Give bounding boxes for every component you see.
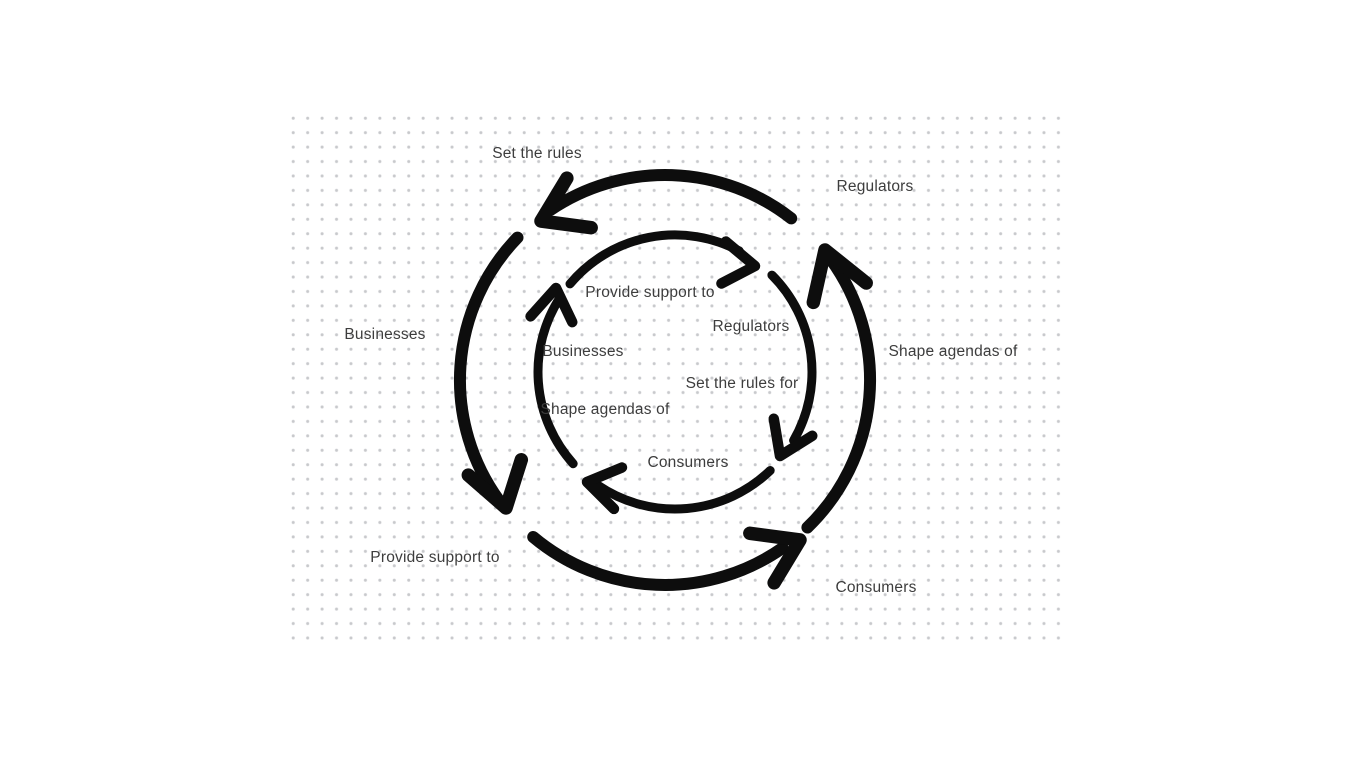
outer-arc-top <box>544 169 798 225</box>
outer-cycle-arrows <box>453 169 877 591</box>
inner-cycle-arrows <box>525 230 818 515</box>
outer-arrowhead-west-icon <box>534 171 598 235</box>
inner-arrowhead-north-icon <box>525 282 578 328</box>
outer-label-businesses: Businesses <box>344 326 426 343</box>
inner-arrowhead-east-icon <box>716 236 761 289</box>
outer-arc-left <box>453 231 524 507</box>
outer-arrowhead-north-icon <box>806 243 873 310</box>
outer-arrowhead-east-icon <box>743 526 807 590</box>
inner-label-regulators: Regulators <box>712 318 790 335</box>
outer-label-shape-agendas-of: Shape agendas of <box>888 343 1018 360</box>
dotted-grid-background <box>284 107 1064 647</box>
inner-label-consumers: Consumers <box>647 454 729 471</box>
inner-arc-right <box>767 270 817 445</box>
outer-label-consumers: Consumers <box>835 579 917 596</box>
inner-label-set-the-rules-for: Set the rules for <box>685 375 799 392</box>
inner-label-businesses: Businesses <box>542 343 624 360</box>
outer-arrowhead-south-icon <box>461 453 529 515</box>
inner-label-provide-support-to: Provide support to <box>585 284 715 301</box>
inner-arrowhead-south-icon <box>768 413 818 462</box>
outer-arc-bottom <box>527 531 789 591</box>
inner-arc-top <box>565 230 744 289</box>
outer-label-regulators: Regulators <box>836 178 914 195</box>
inner-arc-left <box>533 292 578 469</box>
inner-arrowhead-west-icon <box>581 462 628 515</box>
outer-label-provide-support-to: Provide support to <box>370 549 500 566</box>
inner-label-shape-agendas-of: Shape agendas of <box>540 401 670 418</box>
outer-label-set-the-rules: Set the rules <box>492 145 582 162</box>
outer-arc-right <box>801 253 877 534</box>
inner-arc-bottom <box>593 466 775 514</box>
